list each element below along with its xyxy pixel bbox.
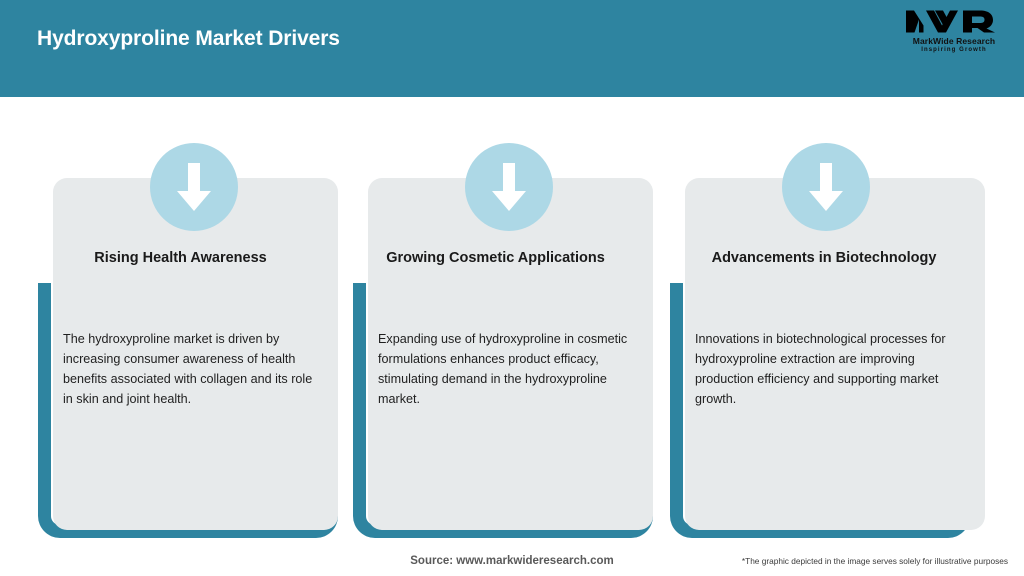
card-panel xyxy=(368,178,653,530)
card-description: The hydroxyproline market is driven by i… xyxy=(63,332,313,406)
card-title: Advancements in Biotechnology xyxy=(711,250,937,266)
down-arrow-icon xyxy=(782,143,870,231)
card-title: Growing Cosmetic Applications xyxy=(386,250,605,266)
driver-card[interactable]: Rising Health Awareness The hydroxyproli… xyxy=(38,97,338,538)
disclaimer-text: *The graphic depicted in the image serve… xyxy=(741,556,1008,566)
down-arrow-glyph xyxy=(809,163,843,211)
down-arrow-glyph xyxy=(177,163,211,211)
down-arrow-icon xyxy=(150,143,238,231)
card-panel xyxy=(53,178,338,530)
brand-logo: MarkWide Research Inspiring Growth xyxy=(902,8,1006,60)
source-label: Source: www.markwideresearch.com xyxy=(410,555,614,567)
card-description: Expanding use of hydroxyproline in cosme… xyxy=(378,332,628,406)
mwr-logo-icon xyxy=(906,10,995,33)
down-arrow-glyph xyxy=(492,163,526,211)
card-description: Innovations in biotechnological processe… xyxy=(695,332,946,406)
driver-card[interactable]: Advancements in Biotechnology Innovation… xyxy=(670,97,985,538)
logo-company-name: MarkWide Research xyxy=(912,36,996,46)
down-arrow-icon xyxy=(465,143,553,231)
page-header: Hydroxyproline Market Drivers MarkWide R… xyxy=(0,0,1024,97)
card-panel xyxy=(685,178,985,530)
drivers-card-group: Rising Health Awareness The hydroxyproli… xyxy=(0,97,1024,538)
page-title: Hydroxyproline Market Drivers xyxy=(37,27,340,50)
driver-card[interactable]: Growing Cosmetic Applications Expanding … xyxy=(353,97,653,538)
logo-tagline: Inspiring Growth xyxy=(921,47,987,53)
card-title: Rising Health Awareness xyxy=(94,250,267,266)
